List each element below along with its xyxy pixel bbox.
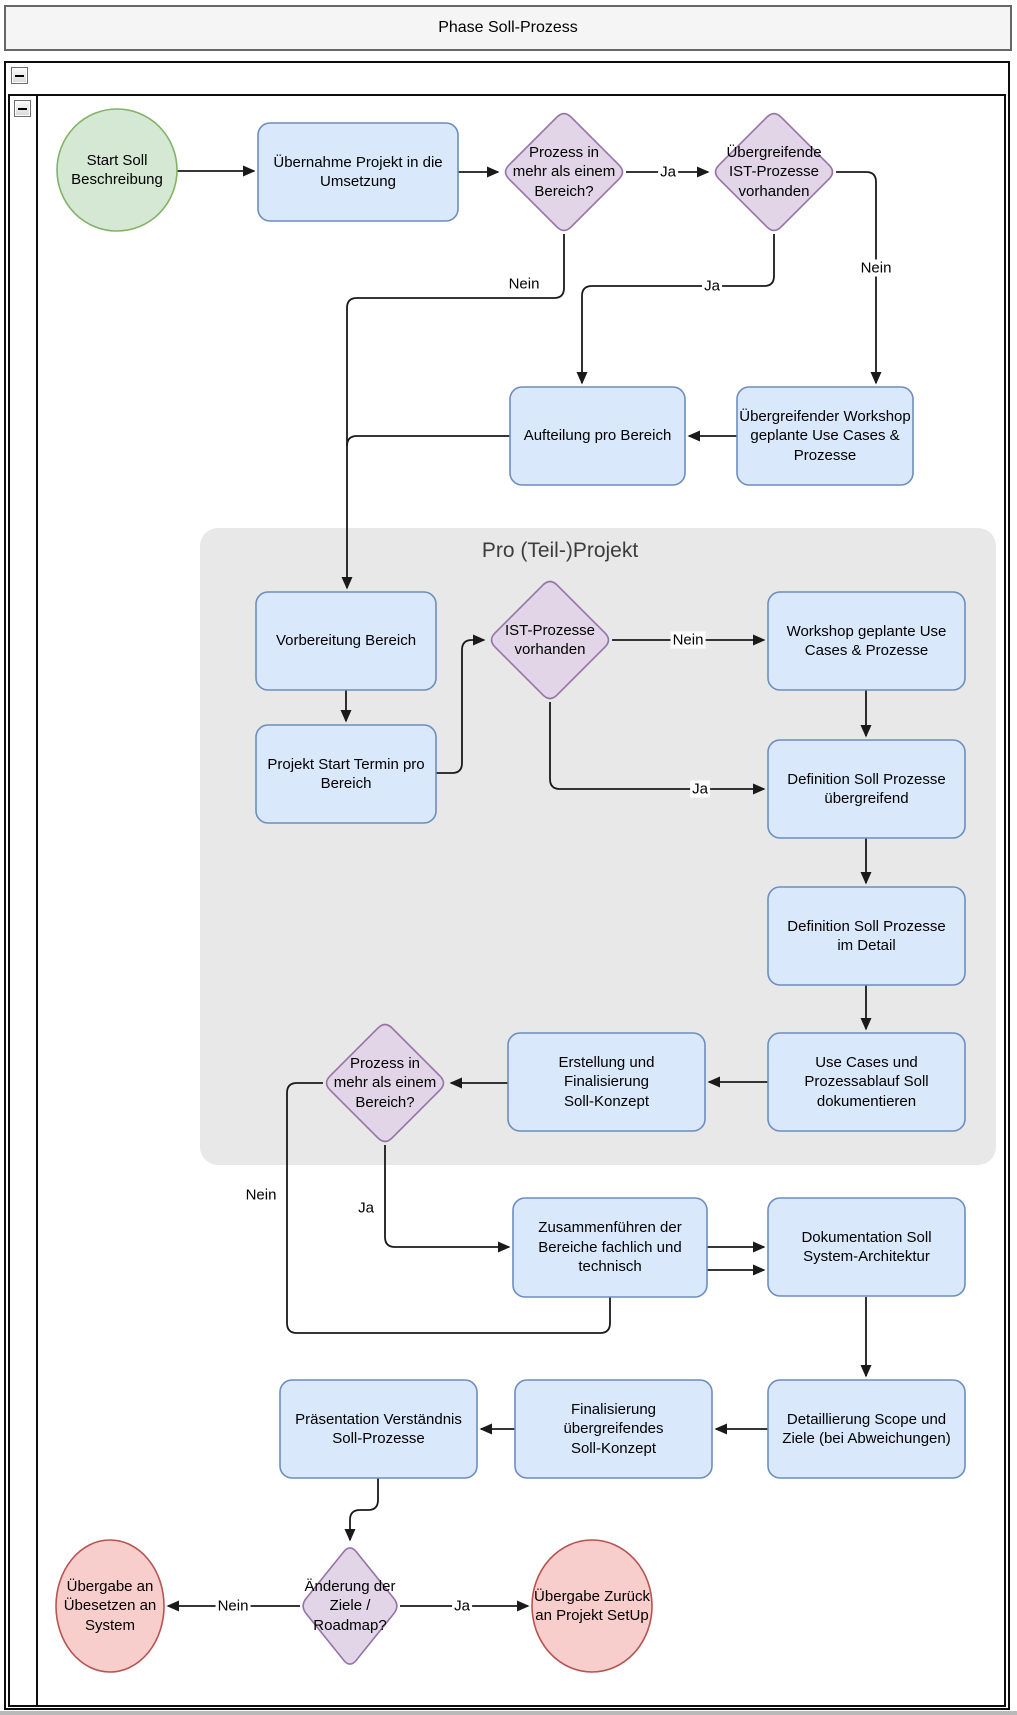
- edge-label-nein2: Nein: [858, 259, 894, 277]
- node-shape-doku[interactable]: [767, 1197, 966, 1297]
- outer-pool-container: [4, 61, 1010, 1710]
- edge-label-ja2: Ja: [702, 277, 722, 295]
- flow-edge-6: [576, 234, 775, 385]
- flow-edge-5: [346, 435, 510, 447]
- node-shape-praesentation[interactable]: [279, 1379, 478, 1479]
- flow-edge-12: [549, 702, 766, 795]
- node-label-workshop2[interactable]: Workshop geplante Use Cases & Prozesse: [786, 622, 947, 660]
- node-label-projektstart[interactable]: Projekt Start Termin pro Bereich: [267, 755, 425, 793]
- flow-edge-4: [341, 234, 565, 590]
- node-shape-vorbereitung[interactable]: [255, 591, 437, 691]
- node-label-vorbereitung[interactable]: Vorbereitung Bereich: [275, 632, 417, 650]
- node-label-defdetail[interactable]: Definition Soll Prozesse im Detail: [787, 917, 946, 955]
- node-label-istproz[interactable]: IST-Prozesse vorhanden: [504, 621, 596, 659]
- minus-icon: [18, 107, 27, 110]
- node-shape-zusammen[interactable]: [512, 1197, 708, 1298]
- node-shape-uebernahme[interactable]: [257, 122, 459, 222]
- edge-label-ja5: Ja: [452, 1597, 472, 1615]
- diagram-title-bar[interactable]: Phase Soll-Prozess: [4, 5, 1012, 51]
- collapse-outer-button[interactable]: [11, 67, 28, 84]
- node-label-zusammen[interactable]: Zusammenführen der Bereiche fachlich und…: [538, 1219, 682, 1276]
- node-label-praesentation[interactable]: Präsentation Verständnis Soll-Prozesse: [295, 1410, 462, 1448]
- node-label-detaillierung[interactable]: Detaillierung Scope und Ziele (bei Abwei…: [782, 1410, 951, 1448]
- flow-edge-7: [836, 171, 882, 385]
- minus-icon: [15, 74, 24, 77]
- window-bottom-edge: [0, 1711, 1017, 1715]
- node-shape-workshop2[interactable]: [767, 591, 966, 691]
- node-label-d4[interactable]: Änderung der Ziele / Roadmap?: [304, 1577, 396, 1634]
- node-shape-endleft[interactable]: [55, 1539, 165, 1673]
- edge-label-nein1: Nein: [506, 275, 542, 293]
- node-label-usecases[interactable]: Use Cases und Prozessablauf Soll dokumen…: [804, 1053, 929, 1110]
- edge-label-ja3: Ja: [690, 780, 710, 798]
- node-label-finalisierung[interactable]: Finalisierung übergreifendes Soll-Konzep…: [563, 1400, 664, 1457]
- flow-edge-24: [344, 1478, 379, 1542]
- node-shape-d3[interactable]: [325, 1023, 445, 1143]
- node-label-d2[interactable]: Übergreifende IST-Prozesse vorhanden: [726, 143, 822, 200]
- edge-label-ja1: Ja: [658, 163, 678, 181]
- node-shape-usecases[interactable]: [767, 1032, 966, 1132]
- page-title: Phase Soll-Prozess: [438, 19, 578, 36]
- flow-edge-18: [384, 1145, 511, 1253]
- node-shape-d4[interactable]: [302, 1547, 398, 1665]
- node-shape-istproz[interactable]: [490, 580, 610, 700]
- node-label-doku[interactable]: Dokumentation Soll System-Architektur: [801, 1228, 932, 1266]
- inner-pool-container: [8, 94, 1006, 1707]
- node-label-endright[interactable]: Übergabe Zurück an Projekt SetUp: [534, 1587, 650, 1625]
- node-label-d1[interactable]: Prozess in mehr als einem Bereich?: [512, 143, 616, 200]
- node-shape-endright[interactable]: [531, 1539, 653, 1673]
- node-shape-defueber[interactable]: [767, 739, 966, 839]
- node-label-start[interactable]: Start Soll Beschreibung: [71, 151, 163, 189]
- edge-label-nein4: Nein: [243, 1186, 279, 1204]
- edge-label-nein5: Nein: [215, 1597, 251, 1615]
- node-label-defueber[interactable]: Definition Soll Prozesse übergreifend: [787, 770, 946, 808]
- node-shape-defdetail[interactable]: [767, 886, 966, 986]
- flow-edge-10: [436, 634, 486, 774]
- lane-divider: [36, 96, 38, 1705]
- node-shape-projektstart[interactable]: [255, 724, 437, 824]
- edge-label-nein3: Nein: [670, 631, 706, 649]
- node-shape-start[interactable]: [56, 108, 178, 232]
- node-shape-uworkshop[interactable]: [736, 386, 914, 486]
- node-label-uworkshop[interactable]: Übergreifender Workshop geplante Use Cas…: [739, 407, 911, 464]
- group-title: Pro (Teil-)Projekt: [481, 539, 639, 562]
- node-shape-aufteilung[interactable]: [509, 386, 686, 486]
- edge-label-ja4: Ja: [356, 1199, 376, 1217]
- node-label-erstellung[interactable]: Erstellung und Finalisierung Soll-Konzep…: [558, 1053, 655, 1110]
- node-label-d3[interactable]: Prozess in mehr als einem Bereich?: [333, 1054, 437, 1111]
- node-label-endleft[interactable]: Übergabe an Übesetzen an System: [63, 1577, 157, 1634]
- collapse-inner-button[interactable]: [14, 100, 31, 117]
- node-label-uebernahme[interactable]: Übernahme Projekt in die Umsetzung: [273, 153, 443, 191]
- node-shape-erstellung[interactable]: [507, 1032, 706, 1132]
- node-label-aufteilung[interactable]: Aufteilung pro Bereich: [523, 427, 672, 445]
- node-shape-detaillierung[interactable]: [767, 1379, 966, 1479]
- node-shape-finalisierung[interactable]: [514, 1379, 713, 1479]
- node-shape-d1[interactable]: [504, 112, 624, 232]
- node-shape-d2[interactable]: [714, 112, 834, 232]
